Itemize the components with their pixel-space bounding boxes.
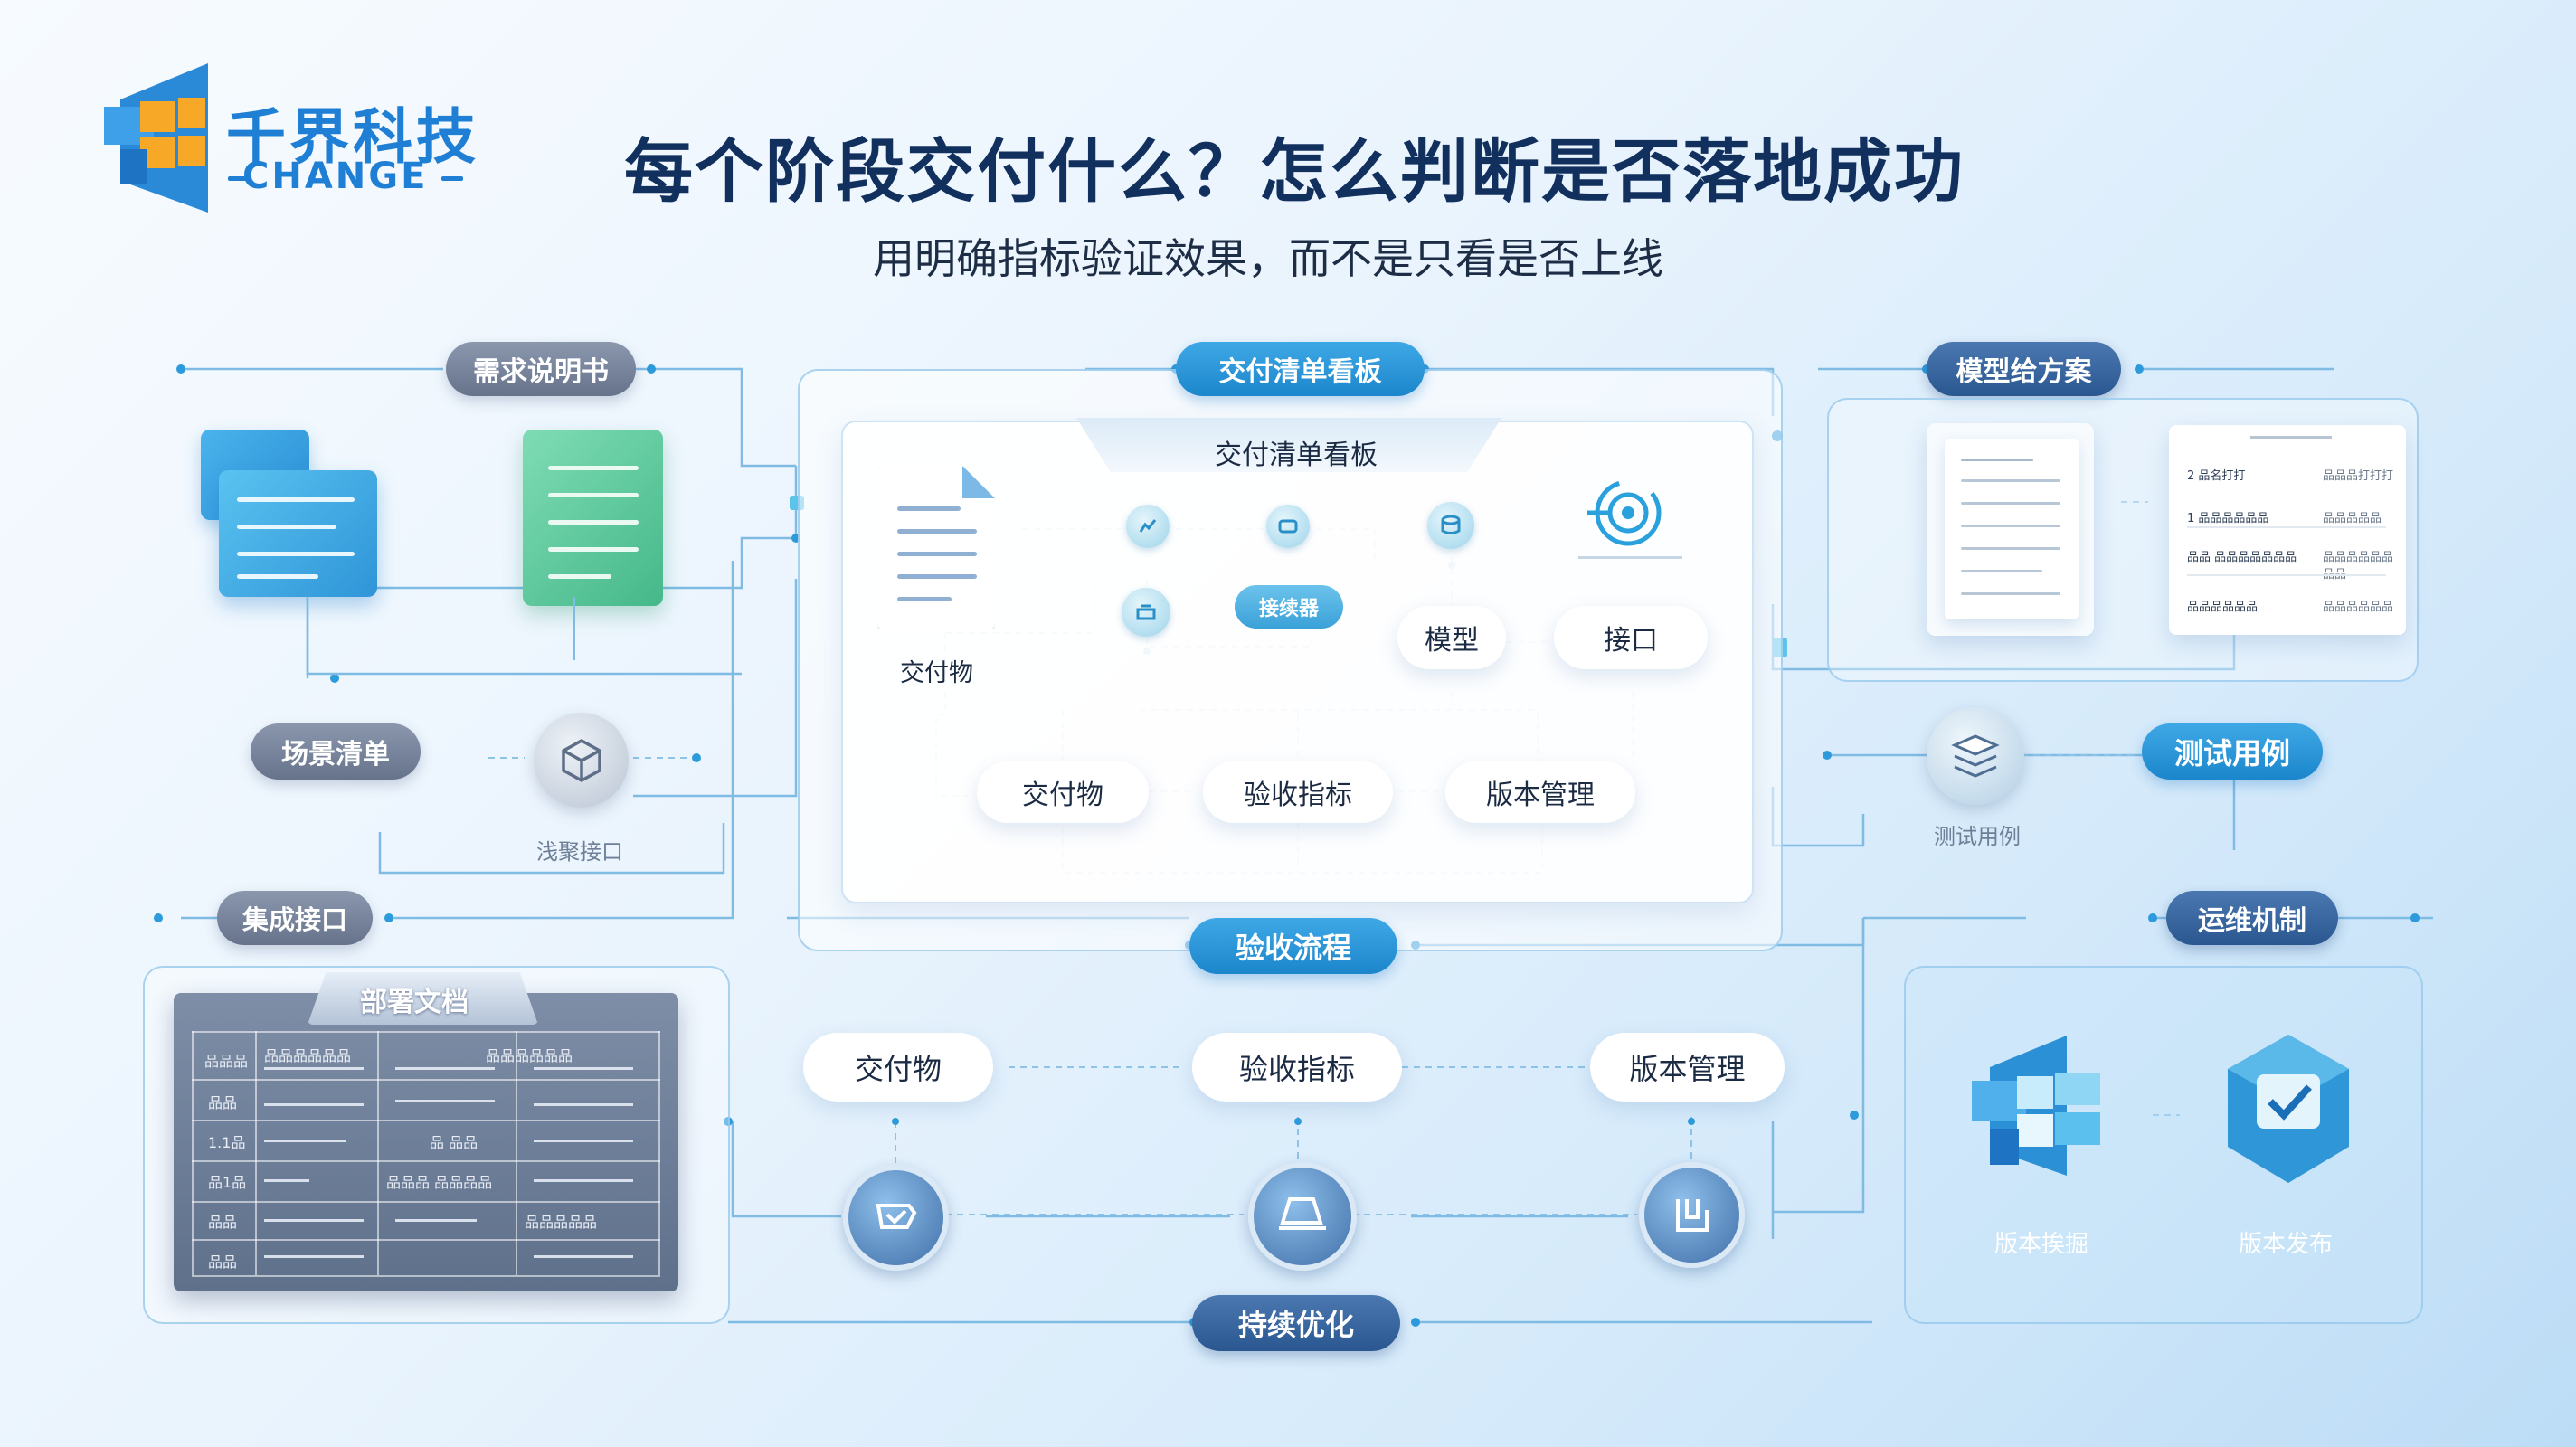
- handshake-icon: [843, 1165, 949, 1271]
- laptop-icon: [1248, 1162, 1357, 1271]
- cube-icon: [534, 713, 629, 808]
- chart-icon: [1126, 505, 1170, 548]
- logo-icon: [104, 63, 208, 213]
- tag-scenario: 场景清单: [251, 724, 421, 780]
- ops-caption-release: 版本发布: [2239, 1231, 2334, 1258]
- target-icon: [1583, 475, 1673, 556]
- tag-board: 交付清单看板: [1176, 342, 1425, 396]
- flow-node-version: 版本管理: [1590, 1033, 1785, 1102]
- flow-node-deliverable: 交付物: [803, 1033, 993, 1102]
- database-icon: [1427, 502, 1474, 549]
- deploy-cell: 品品: [208, 1094, 238, 1111]
- board-title-tab: [1076, 418, 1501, 472]
- deploy-title-tab: [308, 972, 538, 1025]
- tag-acceptance: 验收流程: [1189, 918, 1397, 974]
- board-document-icon: [877, 466, 995, 629]
- storage-icon: [1122, 588, 1170, 637]
- deploy-header: 品品品: [204, 1053, 249, 1070]
- board-inner-title: 交付清单看板: [1215, 440, 1378, 471]
- tag-test: 测试用例: [2142, 724, 2323, 780]
- requirements-icon: [201, 430, 377, 601]
- deploy-cell: 1.1品: [208, 1134, 246, 1151]
- page-subtitle: 用明确指标验证效果，而不是只看是否上线: [873, 234, 1663, 283]
- deploy-header: 品品品品品品: [486, 1047, 573, 1064]
- deploy-cell: 品 品品: [430, 1134, 478, 1151]
- stack-icon: [1927, 707, 2024, 805]
- deploy-cell: 品品品 品品品品: [386, 1174, 493, 1191]
- data-icon: [1266, 505, 1310, 548]
- logo-dash-right: [441, 176, 463, 181]
- target-caption-line: [1578, 556, 1682, 559]
- tag-optimize: 持续优化: [1192, 1295, 1400, 1351]
- logo-text-en: CHANGE: [242, 156, 429, 197]
- deploy-cell: 品品: [208, 1253, 238, 1271]
- page-title: 每个阶段交付什么？怎么判断是否落地成功: [624, 131, 1965, 212]
- tag-ops: 运维机制: [2166, 891, 2338, 945]
- logo-text-cn: 千界科技: [226, 102, 479, 172]
- board-node-api: 接口: [1554, 606, 1708, 669]
- model-doc-page: [1945, 439, 2079, 619]
- logo: [104, 63, 217, 213]
- board-node-version: 版本管理: [1445, 761, 1635, 823]
- flask-icon: [1639, 1162, 1745, 1268]
- scenario-caption: 浅聚接口: [536, 839, 623, 865]
- deploy-header: 品品品品品品: [264, 1047, 352, 1064]
- board-node-acceptance: 验收指标: [1203, 761, 1393, 823]
- board-document-label: 交付物: [900, 659, 973, 687]
- test-caption: 测试用例: [1934, 824, 2021, 849]
- ops-caption-compare: 版本挨掘: [1994, 1231, 2089, 1258]
- tag-model: 模型给方案: [1927, 342, 2121, 396]
- board-connector-tag: 接续器: [1235, 585, 1343, 629]
- requirements-doc-icon: [523, 430, 663, 610]
- model-spec-sheet: 2 品名打打 品品品打打打 1 品品品品品品 品品品品品 品品 品品品品品品品 …: [2169, 425, 2406, 635]
- tag-integration: 集成接口: [217, 891, 373, 945]
- deploy-cell: 品品品品品: [525, 1214, 598, 1231]
- deploy-table: 品品品 品品品品品品 品品品品品品 品品 1.1品 品 品品 品1品 品品品 品…: [174, 993, 678, 1291]
- logo-dash-left: [228, 176, 248, 181]
- flow-node-acceptance: 验收指标: [1192, 1033, 1402, 1102]
- board-node-model: 模型: [1397, 606, 1506, 669]
- version-compare-icon: [1972, 1031, 2117, 1194]
- deploy-cell: 品品: [208, 1214, 238, 1231]
- board-node-deliverable: 交付物: [977, 761, 1149, 823]
- deploy-title: 部署文档: [360, 987, 469, 1018]
- release-check-icon: [2221, 1031, 2356, 1187]
- requirements-bracket: [306, 597, 742, 676]
- deploy-cell: 品1品: [208, 1174, 247, 1191]
- tag-requirements: 需求说明书: [446, 342, 636, 396]
